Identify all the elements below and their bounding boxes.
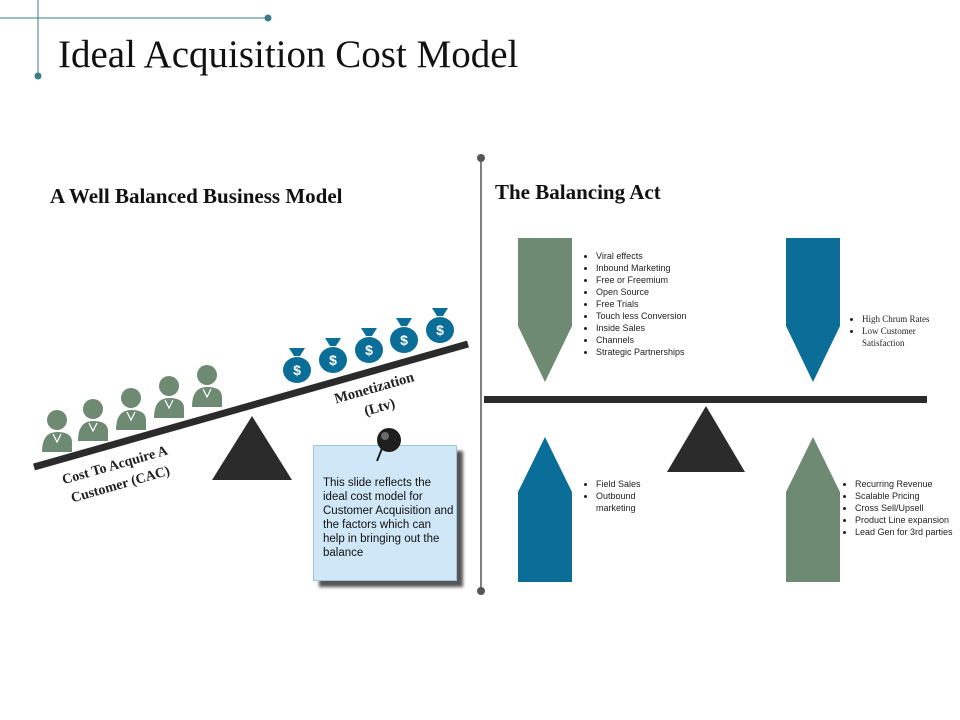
list-item: Outbound marketing (596, 490, 676, 514)
list-item: Touch less Conversion (596, 310, 756, 322)
page-title: Ideal Acquisition Cost Model (58, 33, 519, 76)
list-item: Inbound Marketing (596, 262, 756, 274)
balancing-diagram (484, 238, 927, 582)
list-item: Low Customer Satisfaction (862, 325, 944, 349)
list-item: Product Line expansion (855, 514, 955, 526)
dollar-symbol: $ (293, 362, 301, 378)
dollar-symbol: $ (329, 352, 337, 368)
dollar-symbol: $ (436, 322, 444, 338)
seesaw-fulcrum (212, 416, 292, 480)
blue-down-arrow (786, 238, 840, 382)
money-bag-icon (319, 338, 347, 373)
green-up-arrow (786, 437, 840, 582)
person-icon (42, 410, 72, 452)
corner-decoration (0, 0, 272, 80)
person-icon (192, 365, 222, 407)
list-item: Free or Freemium (596, 274, 756, 286)
list-item: Cross Sell/Upsell (855, 502, 955, 514)
money-bag-icon (390, 318, 418, 353)
list-item: Recurring Revenue (855, 478, 955, 490)
seesaw-illustration: $ $ $ $ $ (33, 308, 469, 480)
vertical-divider (477, 154, 485, 595)
list-item: Inside Sales (596, 322, 756, 334)
money-bag-icon (283, 348, 311, 383)
person-icon (78, 399, 108, 441)
list-item: Open Source (596, 286, 756, 298)
top-left-list: Viral effects Inbound Marketing Free or … (582, 250, 756, 358)
money-bag-icon (355, 328, 383, 363)
right-heading: The Balancing Act (495, 180, 661, 204)
list-item: High Chrum Rates (862, 313, 944, 325)
top-right-list: High Chrum Rates Low Customer Satisfacti… (848, 313, 944, 349)
dollar-symbol: $ (400, 332, 408, 348)
bottom-right-list: Recurring Revenue Scalable Pricing Cross… (841, 478, 955, 538)
list-item: Viral effects (596, 250, 756, 262)
balance-beam (484, 396, 927, 403)
list-item: Lead Gen for 3rd parties (855, 526, 955, 538)
pushpin-icon (376, 428, 401, 462)
balance-fulcrum (667, 406, 745, 472)
bottom-left-list: Field Sales Outbound marketing (582, 478, 676, 514)
green-down-arrow (518, 238, 572, 382)
list-item: Strategic Partnerships (596, 346, 756, 358)
list-item: Field Sales (596, 478, 676, 490)
money-bag-icon (426, 308, 454, 343)
person-icon (154, 376, 184, 418)
note-text: This slide reflects the ideal cost model… (323, 477, 454, 559)
left-heading: A Well Balanced Business Model (50, 184, 343, 208)
list-item: Scalable Pricing (855, 490, 955, 502)
dollar-symbol: $ (365, 342, 373, 358)
seesaw-beam (33, 340, 469, 471)
person-icon (116, 388, 146, 430)
list-item: Free Trials (596, 298, 756, 310)
blue-up-arrow (518, 437, 572, 582)
list-item: Channels (596, 334, 756, 346)
